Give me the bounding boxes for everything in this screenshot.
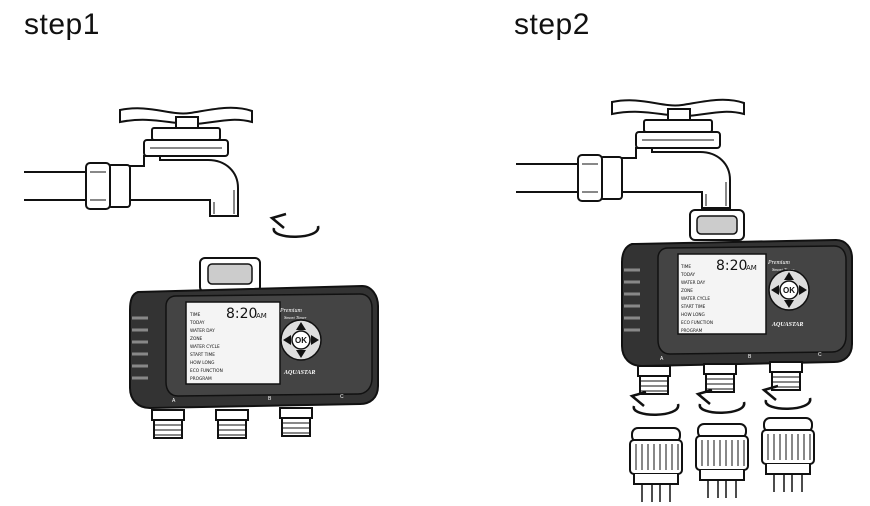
- step2-lcd-menu-5: START TIME: [681, 304, 706, 309]
- step1-outlet-label-c: C: [340, 394, 344, 400]
- step1-lcd-menu-6: HOW LONG: [190, 360, 214, 366]
- step1-lcd-menu-0: TIME: [189, 312, 201, 318]
- step2-faucet: [515, 98, 745, 209]
- step2-dpad: OK: [768, 269, 810, 311]
- step1-timer: TIME TODAY WATER DAY ZONE WATER CYCLE ST…: [129, 257, 379, 439]
- step2-hose-connector-c: [761, 417, 815, 493]
- step1-title: step1: [24, 8, 100, 41]
- step2-lcd-menu-6: HOW LONG: [681, 312, 705, 317]
- step2-brand-line2: Smart Timer: [772, 267, 795, 272]
- step1-lcd-menu-8: PROGRAM: [190, 376, 212, 382]
- step2-lcd-menu-8: PROGRAM: [681, 328, 703, 333]
- step1-lcd-time: 8:20: [226, 306, 257, 322]
- step2-timer: TIME TODAY WATER DAY ZONE WATER CYCLE ST…: [621, 209, 853, 395]
- step2-outlet-label-b: B: [748, 354, 752, 360]
- step2-lcd-menu-7: ECO FUNCTION: [681, 320, 713, 325]
- step1-brand-line1: Premium: [279, 308, 302, 314]
- step1-logo: AQUASTAR: [283, 370, 315, 376]
- step2-hose-connector-a: [629, 427, 683, 503]
- step1-outlet-label-b: B: [268, 396, 272, 402]
- step2-outlet-label-a: A: [660, 356, 664, 362]
- step2-lcd-menu-0: TIME: [680, 264, 691, 269]
- step1-dpad: OK: [280, 319, 322, 361]
- step1-rotate-arrow-icon: [270, 212, 320, 239]
- step2-outlet-label-c: C: [818, 352, 822, 358]
- step1-ok-button: OK: [295, 336, 307, 345]
- step2-lcd-ampm: AM: [746, 264, 757, 272]
- step2-rotate-arrow-icon-b: [696, 388, 746, 415]
- step1-lcd-menu-7: ECO FUNCTION: [190, 368, 223, 374]
- step1-lcd-menu-1: TODAY: [189, 320, 205, 326]
- step2-rotate-arrow-icon-a: [630, 390, 680, 417]
- step2-logo: AQUASTAR: [771, 322, 803, 328]
- step1-faucet: [23, 106, 253, 217]
- step2-lcd-menu-2: WATER DAY: [681, 280, 706, 285]
- step2-brand-line1: Premium: [767, 260, 790, 266]
- step1-lcd-menu-3: ZONE: [190, 336, 203, 342]
- step2-lcd-menu-4: WATER CYCLE: [681, 296, 710, 301]
- step1-lcd-menu-2: WATER DAY: [190, 328, 215, 334]
- step1-outlet-label-a: A: [172, 398, 176, 404]
- step2-title: step2: [514, 8, 590, 41]
- step2-lcd-time: 8:20: [716, 258, 747, 274]
- step1-lcd-menu-5: START TIME: [190, 352, 215, 358]
- step1-brand-line2: Smart Timer: [284, 315, 307, 320]
- step1-lcd-menu-4: WATER CYCLE: [190, 344, 220, 350]
- step1-lcd-ampm: AM: [256, 312, 267, 320]
- step2-ok-button: OK: [783, 286, 795, 295]
- step2-lcd-menu-1: TODAY: [680, 272, 696, 277]
- step2-lcd-menu-3: ZONE: [681, 288, 693, 293]
- step2-hose-connector-b: [695, 423, 749, 499]
